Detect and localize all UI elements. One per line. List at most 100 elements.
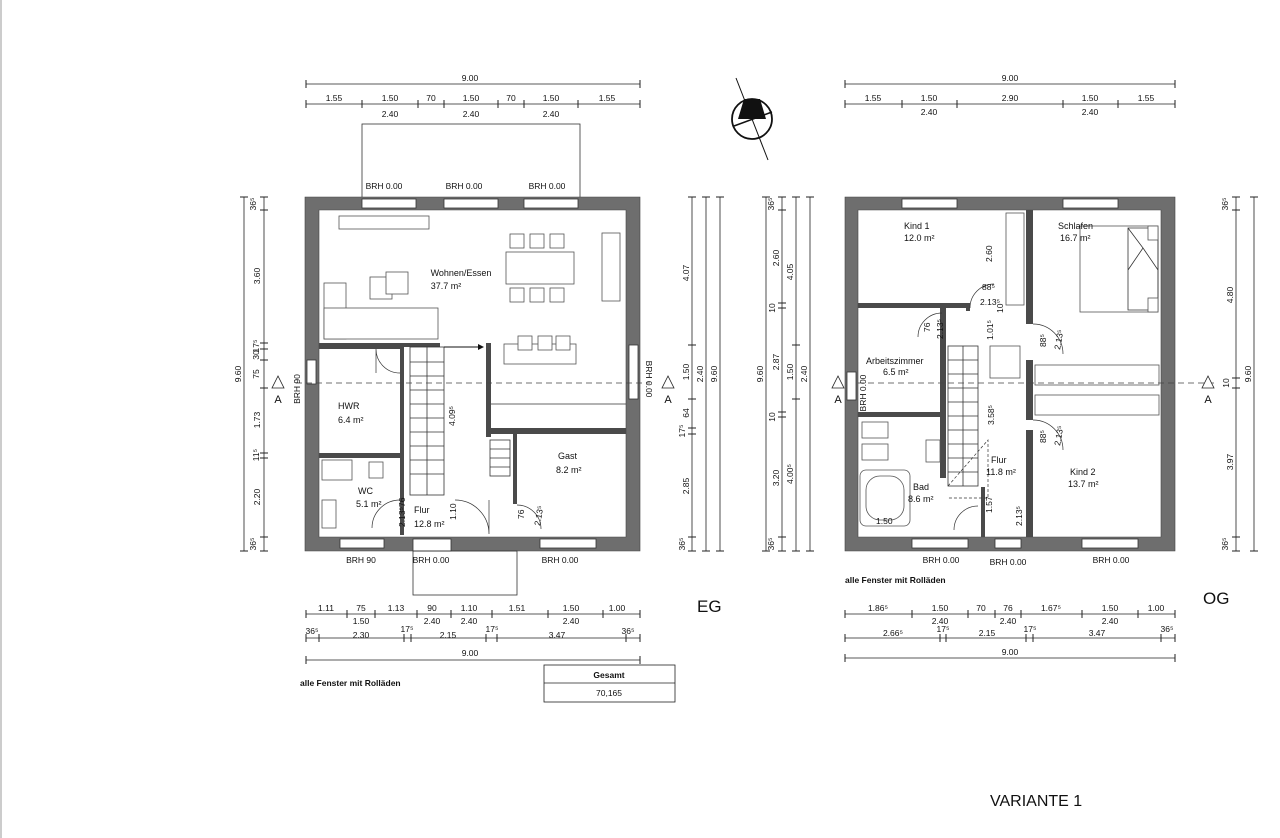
svg-text:9.60: 9.60 bbox=[233, 365, 243, 382]
eg-brh-label: BRH 90 bbox=[292, 374, 302, 404]
eg-brh-label: BRH 90 bbox=[346, 555, 376, 565]
eg-furniture bbox=[321, 215, 626, 529]
svg-text:2.30: 2.30 bbox=[353, 630, 370, 640]
og-room-area: 8.6 m² bbox=[908, 494, 934, 504]
svg-text:88⁵: 88⁵ bbox=[1038, 430, 1048, 443]
eg-top-dim: 1.50 bbox=[543, 93, 560, 103]
og-plan: 9.00 1.55 1.50 2.90 1.50 1.55 2.40 2.40 bbox=[755, 73, 1258, 662]
svg-text:A: A bbox=[1204, 394, 1212, 406]
og-left-dimensions: 9.60 36⁵ 2.60 10 2.87 10 3.20 36⁵ 4.05 1… bbox=[755, 196, 814, 552]
svg-text:3.60: 3.60 bbox=[252, 267, 262, 284]
svg-text:2.40: 2.40 bbox=[1082, 107, 1099, 117]
eg-interior-wall bbox=[319, 453, 404, 458]
og-interior-wall bbox=[1026, 210, 1033, 324]
eg-room-area: 5.1 m² bbox=[356, 499, 382, 509]
svg-text:A: A bbox=[274, 394, 282, 406]
eg-left-dimensions: 9.60 36⁵ 3.60 17⁵ 30 75 1.73 11⁵ 2.20 36… bbox=[233, 196, 268, 552]
svg-text:17⁵: 17⁵ bbox=[937, 624, 950, 634]
svg-text:A: A bbox=[834, 394, 842, 406]
og-room-area: 13.7 m² bbox=[1068, 479, 1099, 489]
eg-window bbox=[306, 359, 317, 385]
svg-text:2.40: 2.40 bbox=[799, 365, 809, 382]
svg-text:2.13⁵: 2.13⁵ bbox=[935, 319, 945, 339]
og-room-name: Kind 2 bbox=[1070, 467, 1096, 477]
svg-text:1.55: 1.55 bbox=[1138, 93, 1155, 103]
svg-text:88⁵: 88⁵ bbox=[1038, 334, 1048, 347]
svg-text:1.50: 1.50 bbox=[353, 616, 370, 626]
eg-top-dim: 70 bbox=[426, 93, 436, 103]
svg-text:2.13⁵: 2.13⁵ bbox=[1052, 425, 1065, 447]
og-detail-dimensions: 2.60 88⁵ 2.13⁵ 10 1.01⁵ 76 2.13⁵ 88⁵ 2.1… bbox=[876, 245, 1065, 526]
og-interior-wall bbox=[940, 308, 946, 478]
eg-window bbox=[628, 344, 639, 400]
og-outer-walls bbox=[844, 196, 1176, 552]
svg-text:36⁵: 36⁵ bbox=[622, 626, 635, 636]
eg-brh-label: BRH 0.00 bbox=[542, 555, 579, 565]
eg-stair bbox=[409, 344, 484, 496]
eg-top-dim: 1.55 bbox=[326, 93, 343, 103]
svg-text:75: 75 bbox=[356, 603, 366, 613]
svg-text:90: 90 bbox=[427, 603, 437, 613]
eg-brh-label: BRH 0.00 bbox=[529, 181, 566, 191]
svg-text:10: 10 bbox=[767, 412, 777, 422]
og-brh-label: BRH 0.00 bbox=[1093, 555, 1130, 565]
og-window-note: alle Fenster mit Rolläden bbox=[845, 575, 946, 585]
svg-text:3.47: 3.47 bbox=[549, 630, 566, 640]
svg-text:36⁵: 36⁵ bbox=[766, 198, 776, 211]
svg-text:36⁵: 36⁵ bbox=[248, 198, 258, 211]
svg-text:2.40: 2.40 bbox=[1102, 616, 1119, 626]
svg-text:10: 10 bbox=[767, 303, 777, 313]
og-interior-wall bbox=[1026, 430, 1033, 537]
og-interior-wall bbox=[966, 303, 970, 311]
og-window bbox=[1081, 538, 1139, 549]
og-furniture bbox=[859, 212, 1160, 527]
svg-text:2.40: 2.40 bbox=[921, 107, 938, 117]
eg-top-dim: 2.40 bbox=[463, 109, 480, 119]
svg-text:1.50: 1.50 bbox=[921, 93, 938, 103]
eg-floor-label: EG bbox=[697, 597, 722, 616]
svg-text:2.40: 2.40 bbox=[563, 616, 580, 626]
eg-window bbox=[339, 538, 385, 549]
og-window bbox=[911, 538, 969, 549]
svg-text:17⁵: 17⁵ bbox=[251, 340, 261, 353]
og-interior-wall bbox=[858, 412, 942, 417]
svg-text:1.00: 1.00 bbox=[609, 603, 626, 613]
eg-room-name: WC bbox=[358, 486, 373, 496]
svg-text:9.00: 9.00 bbox=[462, 648, 479, 658]
og-window bbox=[1062, 198, 1119, 209]
svg-text:1.86⁵: 1.86⁵ bbox=[868, 603, 888, 613]
og-right-dimensions: 36⁵ 4.80 10 3.97 36⁵ 9.60 bbox=[1220, 196, 1258, 552]
svg-text:10: 10 bbox=[1221, 378, 1231, 388]
svg-text:9.60: 9.60 bbox=[709, 365, 719, 382]
og-brh-label: BRH 0.00 bbox=[858, 374, 868, 411]
svg-text:9.00: 9.00 bbox=[1002, 73, 1019, 83]
og-floor-label: OG bbox=[1203, 589, 1229, 608]
og-brh-label: BRH 0.00 bbox=[990, 557, 1027, 567]
og-room-area: 11.8 m² bbox=[986, 467, 1016, 477]
svg-text:36⁵: 36⁵ bbox=[306, 626, 319, 636]
og-window bbox=[901, 198, 958, 209]
eg-interior-wall bbox=[513, 428, 517, 504]
eg-window-note: alle Fenster mit Rolläden bbox=[300, 678, 401, 688]
svg-text:2.13⁵: 2.13⁵ bbox=[1014, 506, 1024, 526]
svg-text:2.60: 2.60 bbox=[984, 245, 994, 262]
svg-text:30: 30 bbox=[251, 350, 261, 360]
svg-text:76: 76 bbox=[1003, 603, 1013, 613]
eg-outer-walls bbox=[304, 196, 641, 552]
og-section-marker-left: A bbox=[831, 375, 845, 406]
svg-text:1.50: 1.50 bbox=[681, 363, 691, 380]
summary-value: 70,165 bbox=[596, 688, 622, 698]
eg-window bbox=[443, 198, 499, 209]
og-interior-wall bbox=[981, 487, 985, 537]
svg-text:10: 10 bbox=[995, 303, 1005, 313]
eg-door-dim: 76 bbox=[397, 497, 407, 507]
eg-bottom-dimensions: 1.11 75 1.13 90 1.10 1.51 1.50 1.00 1.50… bbox=[305, 603, 641, 664]
svg-text:2.90: 2.90 bbox=[1002, 93, 1019, 103]
og-brh-label: BRH 0.00 bbox=[923, 555, 960, 565]
svg-text:1.57: 1.57 bbox=[984, 496, 994, 513]
svg-text:1.50: 1.50 bbox=[1102, 603, 1119, 613]
og-room-name: Bad bbox=[913, 482, 929, 492]
og-doors bbox=[917, 283, 1064, 531]
eg-top-dim: 2.40 bbox=[543, 109, 560, 119]
svg-text:1.10: 1.10 bbox=[461, 603, 478, 613]
